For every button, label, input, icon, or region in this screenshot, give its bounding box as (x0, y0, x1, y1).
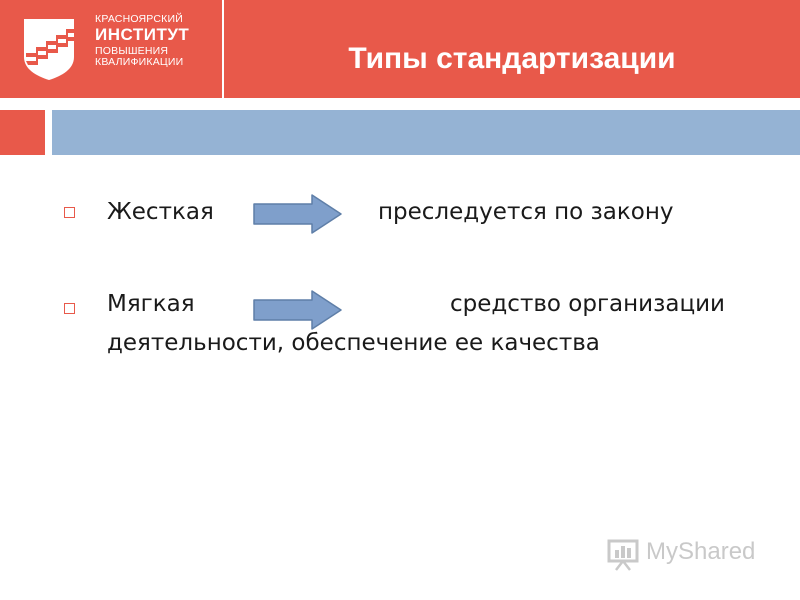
presentation-board-icon (607, 539, 639, 571)
item-description-soft-line2: деятельности, обеспечение ее качества (107, 330, 600, 356)
watermark-text: MyShared (646, 538, 756, 565)
bullet-square-icon (64, 207, 75, 218)
logo-line-4: КВАЛИФИКАЦИИ (95, 55, 184, 68)
slide-title: Типы стандартизации (348, 42, 676, 75)
institute-logo-icon (24, 19, 74, 80)
logo-line-3: ПОВЫШЕНИЯ (95, 44, 169, 57)
item-label-soft: Мягкая (107, 291, 195, 317)
bullet-square-icon (64, 303, 75, 314)
item-description-rigid: преследуется по закону (378, 199, 674, 225)
item-label-rigid: Жесткая (107, 199, 214, 225)
logo-line-2: ИНСТИТУТ (95, 25, 190, 45)
accent-band-blue (52, 110, 800, 155)
institute-logo-text: КРАСНОЯРСКИЙ ИНСТИТУТ ПОВЫШЕНИЯ КВАЛИФИК… (95, 13, 190, 68)
slide-header: КРАСНОЯРСКИЙ ИНСТИТУТ ПОВЫШЕНИЯ КВАЛИФИК… (0, 0, 800, 98)
item-description-soft-line1: средство организации (450, 291, 725, 317)
header-divider (222, 0, 224, 98)
right-arrow-icon (253, 290, 342, 330)
accent-band-red (0, 110, 45, 155)
right-arrow-icon (253, 194, 342, 234)
logo-line-1: КРАСНОЯРСКИЙ (95, 13, 183, 25)
